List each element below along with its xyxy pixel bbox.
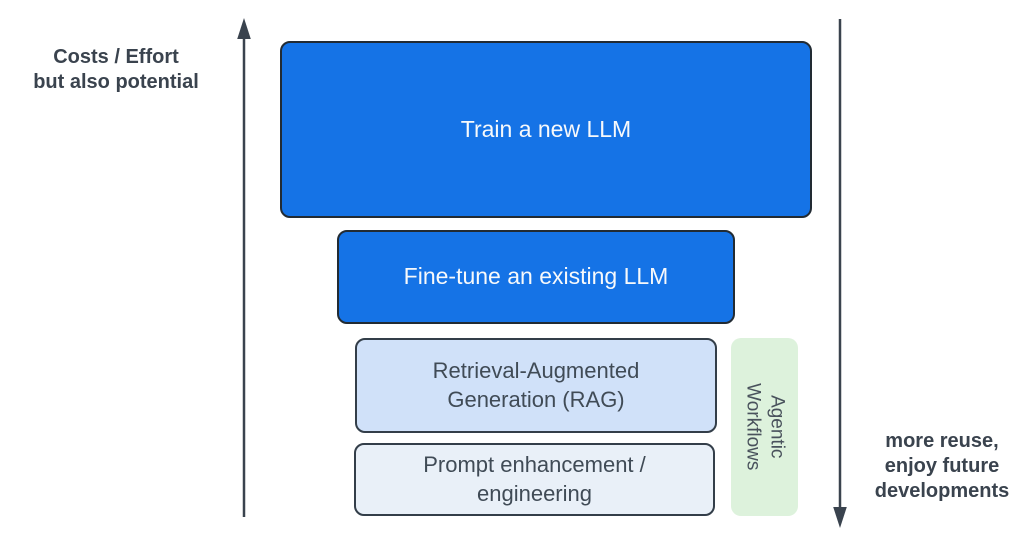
box-rag-label: Retrieval-Augmented Generation (RAG) xyxy=(432,357,640,412)
box-fine-tune-llm: Fine-tune an existing LLM xyxy=(337,230,735,324)
box-train-new-llm-label: Train a new LLM xyxy=(460,115,632,142)
box-agentic-workflows: Agentic Workflows xyxy=(731,338,798,516)
box-prompt-engineering-label: Prompt enhancement / engineering xyxy=(423,451,646,506)
box-fine-tune-llm-label: Fine-tune an existing LLM xyxy=(403,263,669,290)
left-axis-label: Costs / Effort but also potential xyxy=(33,46,199,93)
box-prompt-engineering: Prompt enhancement / engineering xyxy=(354,443,715,516)
down-arrow-icon xyxy=(833,19,847,528)
box-agentic-workflows-label: Agentic Workflows xyxy=(742,383,788,471)
up-arrow-icon xyxy=(237,18,251,517)
right-axis-label: more reuse, enjoy future developments xyxy=(874,430,1010,502)
box-train-new-llm: Train a new LLM xyxy=(280,41,812,218)
box-rag: Retrieval-Augmented Generation (RAG) xyxy=(355,338,717,433)
